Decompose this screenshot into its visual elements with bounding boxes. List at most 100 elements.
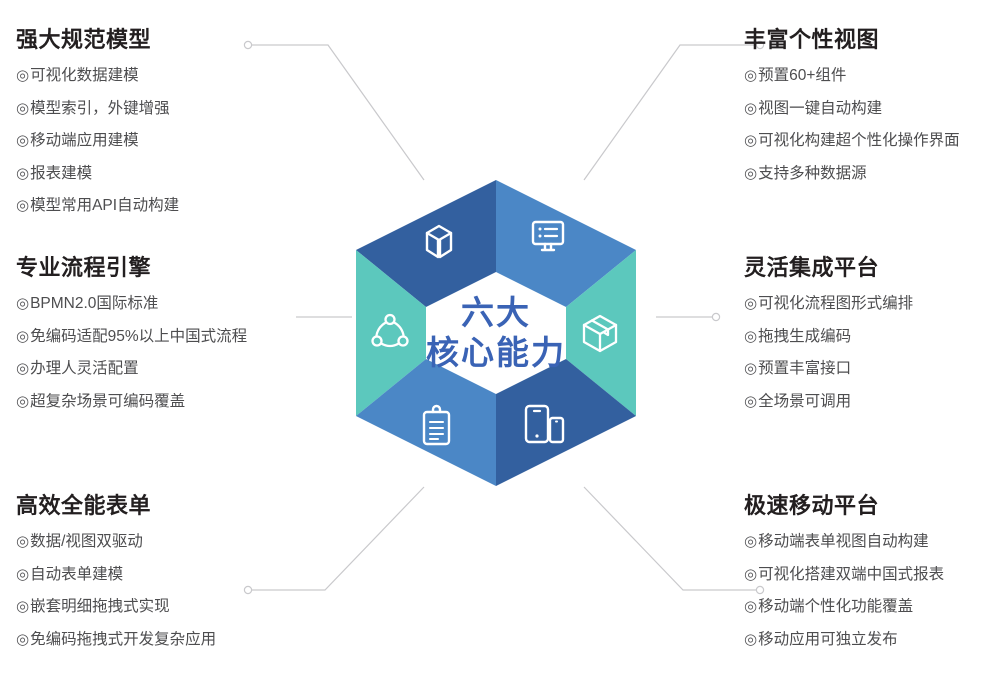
feature-list-mobile: ◎移动端表单视图自动构建 ◎可视化搭建双端中国式报表 ◎移动端个性化功能覆盖 ◎… bbox=[744, 534, 944, 647]
bullet-icon: ◎ bbox=[744, 598, 758, 616]
list-item: ◎办理人灵活配置 bbox=[16, 361, 247, 377]
feature-list-model: ◎可视化数据建模 ◎模型索引，外键增强 ◎移动端应用建模 ◎报表建模 ◎模型常用… bbox=[16, 68, 179, 214]
clipboard-form-icon bbox=[422, 404, 451, 446]
bullet-icon: ◎ bbox=[744, 533, 758, 551]
feature-list-process-engine: ◎BPMN2.0国际标准 ◎免编码适配95%以上中国式流程 ◎办理人灵活配置 ◎… bbox=[16, 296, 247, 409]
list-item: ◎全场景可调用 bbox=[744, 392, 913, 410]
list-item: ◎视图一键自动构建 bbox=[744, 99, 960, 117]
list-item: ◎报表建模 bbox=[16, 164, 179, 182]
list-item-text: 全场景可调用 bbox=[758, 392, 852, 410]
connector-dot-top-right bbox=[755, 40, 765, 50]
list-item-text: BPMN2.0国际标准 bbox=[30, 295, 159, 313]
bullet-icon: ◎ bbox=[744, 67, 758, 85]
list-item-text: 免编码适配95%以上中国式流程 bbox=[30, 327, 248, 345]
list-item: ◎移动端应用建模 bbox=[16, 133, 179, 149]
list-item-text: 移动端应用建模 bbox=[30, 132, 139, 150]
feature-list-integration: ◎可视化流程图形式编排 ◎拖拽生成编码 ◎预置丰富接口 ◎全场景可调用 bbox=[744, 296, 913, 409]
list-item: ◎模型常用API自动构建 bbox=[16, 198, 179, 214]
list-item: ◎可视化流程图形式编排 bbox=[744, 296, 913, 312]
hex-segment-left[interactable] bbox=[356, 250, 426, 416]
feature-list-form: ◎数据/视图双驱动 ◎自动表单建模 ◎嵌套明细拖拽式实现 ◎免编码拖拽式开发复杂… bbox=[16, 534, 216, 647]
list-item-text: 移动端个性化功能覆盖 bbox=[758, 598, 914, 616]
hex-segment-top-right[interactable] bbox=[496, 180, 636, 307]
hex-segment-left-shape[interactable] bbox=[356, 250, 426, 416]
bullet-icon: ◎ bbox=[16, 99, 30, 117]
list-item-text: 报表建模 bbox=[30, 164, 93, 182]
bullet-icon: ◎ bbox=[744, 360, 758, 378]
bullet-icon: ◎ bbox=[744, 630, 758, 648]
list-item-text: 自动表单建模 bbox=[30, 565, 124, 583]
bullet-icon: ◎ bbox=[16, 630, 30, 648]
bullet-icon: ◎ bbox=[16, 132, 30, 150]
hexagon-diagram: 六大 核心能力 bbox=[340, 168, 652, 498]
bullet-icon: ◎ bbox=[744, 99, 758, 117]
bullet-icon: ◎ bbox=[16, 533, 30, 551]
list-item: ◎模型索引，外键增强 bbox=[16, 99, 179, 117]
feature-block-bottom-left: 高效全能表单 ◎数据/视图双驱动 ◎自动表单建模 ◎嵌套明细拖拽式实现 ◎免编码… bbox=[16, 493, 216, 664]
connector-bottom-left bbox=[252, 486, 425, 591]
list-item-text: 预置丰富接口 bbox=[758, 360, 852, 378]
list-item-text: 移动应用可独立发布 bbox=[758, 630, 898, 648]
hex-segment-top-left[interactable] bbox=[356, 180, 496, 307]
list-item-text: 模型常用API自动构建 bbox=[30, 197, 180, 215]
connector-dot-top-left bbox=[243, 40, 253, 50]
list-item: ◎可视化构建超个性化操作界面 bbox=[744, 133, 960, 149]
feature-title-model: 强大规范模型 bbox=[16, 27, 152, 52]
bullet-icon: ◎ bbox=[744, 295, 758, 313]
list-item-text: 拖拽生成编码 bbox=[758, 327, 852, 345]
feature-title-form: 高效全能表单 bbox=[16, 493, 152, 518]
hex-segment-bottom-right-shape[interactable] bbox=[496, 359, 636, 486]
list-item-text: 免编码拖拽式开发复杂应用 bbox=[30, 630, 217, 648]
list-item-text: 嵌套明细拖拽式实现 bbox=[30, 598, 170, 616]
bullet-icon: ◎ bbox=[16, 295, 30, 313]
feature-block-middle-right: 灵活集成平台 ◎可视化流程图形式编排 ◎拖拽生成编码 ◎预置丰富接口 ◎全场景可… bbox=[744, 255, 913, 426]
bullet-icon: ◎ bbox=[16, 197, 30, 215]
list-item-text: 可视化流程图形式编排 bbox=[758, 295, 914, 313]
list-item-text: 数据/视图双驱动 bbox=[30, 533, 143, 551]
bullet-icon: ◎ bbox=[16, 392, 30, 410]
cube-3d-icon bbox=[425, 224, 453, 259]
hex-segment-right[interactable] bbox=[566, 250, 636, 416]
bullet-icon: ◎ bbox=[16, 164, 30, 182]
bullet-icon: ◎ bbox=[16, 565, 30, 583]
list-item-text: 支持多种数据源 bbox=[758, 164, 867, 182]
connector-top-left bbox=[252, 44, 425, 181]
list-item: ◎预置60+组件 bbox=[744, 68, 960, 84]
list-item-text: 可视化构建超个性化操作界面 bbox=[758, 132, 960, 150]
package-box-icon bbox=[582, 314, 618, 353]
list-item: ◎可视化搭建双端中国式报表 bbox=[744, 565, 944, 583]
list-item: ◎BPMN2.0国际标准 bbox=[16, 296, 247, 312]
connector-dot-bottom-left bbox=[243, 585, 253, 595]
list-item: ◎免编码适配95%以上中国式流程 bbox=[16, 327, 248, 345]
list-item: ◎移动端表单视图自动构建 bbox=[744, 534, 944, 550]
bullet-icon: ◎ bbox=[744, 392, 758, 410]
list-item-text: 视图一键自动构建 bbox=[758, 99, 883, 117]
list-item-text: 模型索引，外键增强 bbox=[30, 99, 170, 117]
list-item: ◎数据/视图双驱动 bbox=[16, 534, 216, 550]
bullet-icon: ◎ bbox=[16, 598, 30, 616]
list-item: ◎移动端个性化功能覆盖 bbox=[744, 599, 944, 615]
list-item: ◎移动应用可独立发布 bbox=[744, 630, 944, 648]
hex-segment-bottom-left[interactable] bbox=[356, 359, 496, 486]
connector-dot-bottom-right bbox=[755, 585, 765, 595]
monitor-list-icon bbox=[531, 220, 565, 252]
list-item: ◎拖拽生成编码 bbox=[744, 327, 913, 345]
hex-segment-top-right-shape[interactable] bbox=[496, 180, 636, 307]
list-item-text: 超复杂场景可编码覆盖 bbox=[30, 392, 186, 410]
node-network-icon bbox=[371, 313, 409, 348]
mobile-devices-icon bbox=[524, 404, 565, 444]
list-item: ◎预置丰富接口 bbox=[744, 361, 913, 377]
hex-segment-bottom-right[interactable] bbox=[496, 359, 636, 486]
feature-block-top-left: 强大规范模型 ◎可视化数据建模 ◎模型索引，外键增强 ◎移动端应用建模 ◎报表建… bbox=[16, 27, 179, 231]
bullet-icon: ◎ bbox=[16, 327, 30, 345]
list-item-text: 办理人灵活配置 bbox=[30, 360, 139, 378]
connector-bottom-right bbox=[583, 486, 756, 591]
hex-segment-bottom-left-shape[interactable] bbox=[356, 359, 496, 486]
list-item: ◎嵌套明细拖拽式实现 bbox=[16, 599, 216, 615]
list-item: ◎可视化数据建模 bbox=[16, 68, 179, 84]
bullet-icon: ◎ bbox=[744, 565, 758, 583]
feature-title-view: 丰富个性视图 bbox=[744, 27, 880, 52]
bullet-icon: ◎ bbox=[16, 360, 30, 378]
bullet-icon: ◎ bbox=[16, 67, 30, 85]
